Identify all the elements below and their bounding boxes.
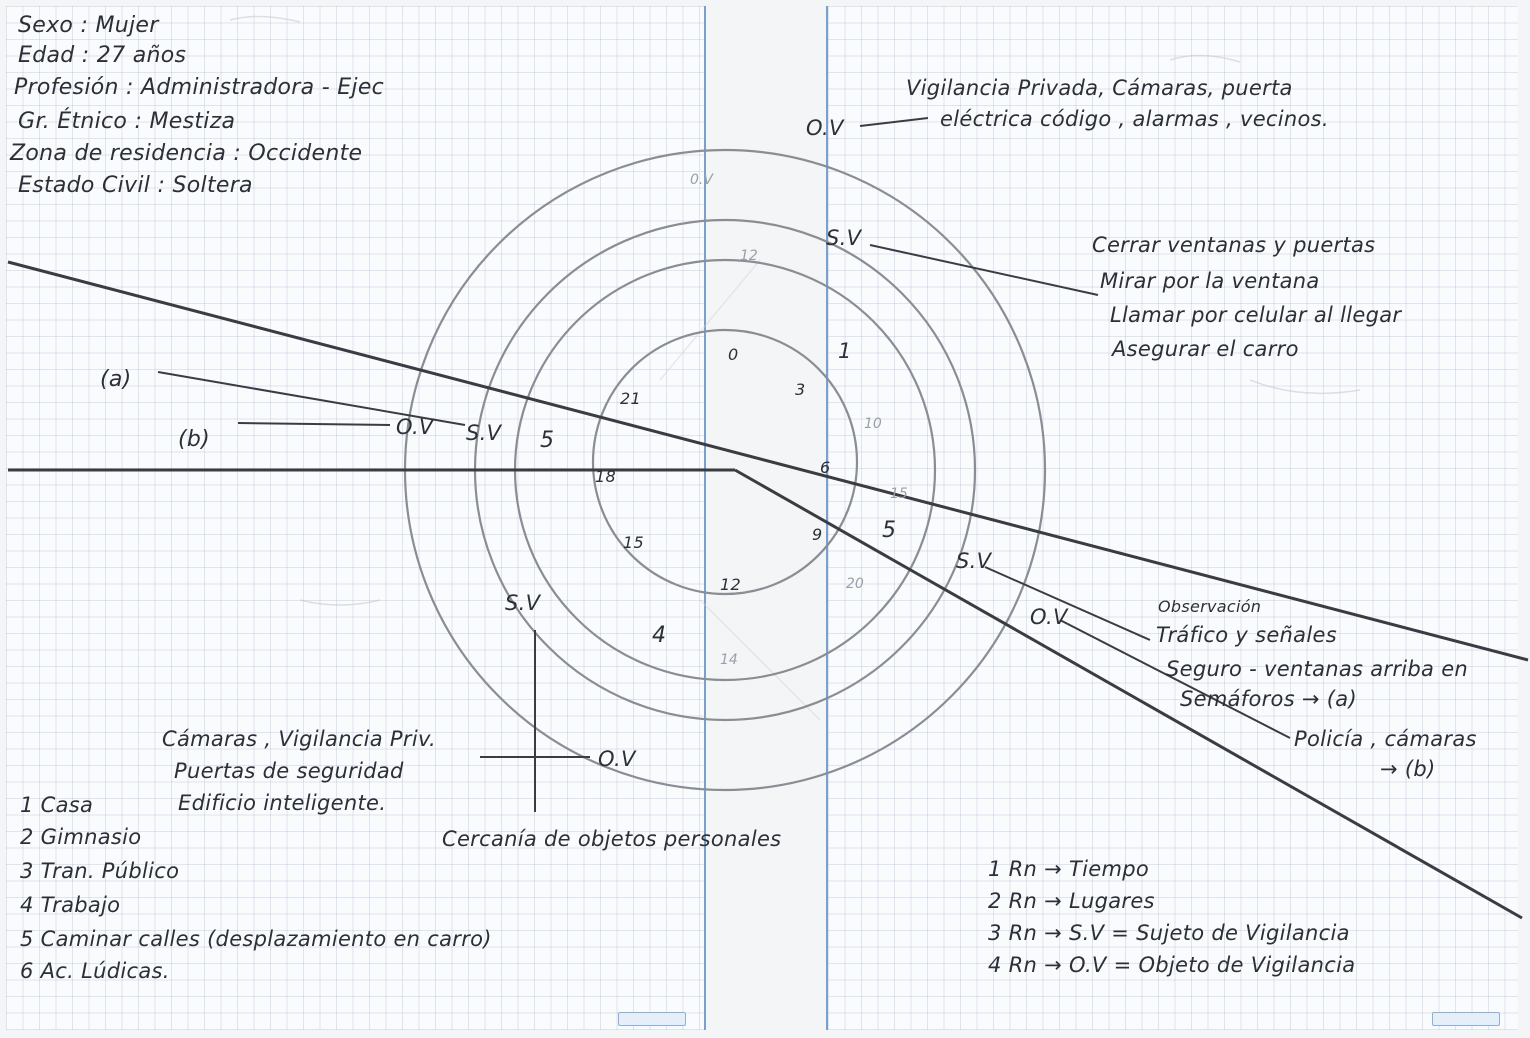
- note-bottom-2: Puertas de seguridad: [174, 759, 404, 783]
- marker-ov-top: O.V: [806, 116, 845, 140]
- marker-sv-left: S.V: [466, 421, 503, 445]
- note-cercania: Cercanía de objetos personales: [442, 827, 781, 851]
- ring-label-4: 4: [652, 623, 666, 648]
- place-item: 1 Casa: [20, 793, 93, 817]
- ring-numbers: 0 1 3 6 9 12 15 18 21 4 5 5: [540, 339, 896, 648]
- profile-edad: Edad : 27 años: [18, 43, 186, 68]
- svg-text:14: 14: [720, 652, 738, 668]
- note-sv-top-4: Asegurar el carro: [1110, 337, 1299, 361]
- marker-b-left: (b): [178, 427, 210, 452]
- note-sv-top-3: Llamar por celular al llegar: [1110, 303, 1402, 327]
- ring-number-9: 9: [812, 525, 822, 544]
- svg-text:0.V: 0.V: [690, 172, 714, 188]
- svg-text:10: 10: [864, 416, 882, 432]
- ring-number-6: 6: [820, 458, 830, 477]
- note-bottom-3: Edificio inteligente.: [178, 791, 386, 815]
- ring-legend: 1 Rn → Tiempo 2 Rn → Lugares 3 Rn → S.V …: [988, 857, 1355, 977]
- marker-ov-left: O.V: [396, 415, 435, 439]
- diagonal-line-a: [7, 260, 1529, 662]
- ring-label-5-right: 5: [882, 518, 896, 543]
- marker-ov-right: O.V: [1030, 605, 1069, 629]
- markers: O.V S.V O.V S.V S.V O.V S.V O.V (a) (b): [100, 116, 1069, 771]
- ring-number-12: 12: [720, 575, 741, 594]
- ring-number-3: 3: [795, 380, 805, 399]
- note-top-right-1: Vigilancia Privada, Cámaras, puerta: [906, 76, 1293, 100]
- legend-item: 3 Rn → S.V = Sujeto de Vigilancia: [988, 921, 1350, 945]
- svg-text:20: 20: [846, 576, 864, 592]
- pointer-lines: [157, 117, 1291, 812]
- note-bottom-1: Cámaras , Vigilancia Priv.: [162, 727, 436, 751]
- place-item: 2 Gimnasio: [20, 825, 141, 849]
- marker-a-left: (a): [100, 367, 132, 392]
- annotation-notes: Vigilancia Privada, Cámaras, puerta eléc…: [162, 76, 1477, 851]
- ring-inner: [591, 328, 859, 596]
- diagonal-line-b: [734, 468, 1523, 920]
- pointer-a-left: [157, 371, 466, 426]
- notebook-page-left: [6, 6, 706, 1030]
- marker-sv-top: S.V: [826, 226, 863, 250]
- place-item: 3 Tran. Público: [20, 859, 179, 883]
- ring-number-15: 15: [623, 533, 644, 552]
- legend-item: 2 Rn → Lugares: [988, 889, 1155, 913]
- marker-sv-bottom: S.V: [505, 591, 542, 615]
- note-right-mid-3: Seguro - ventanas arriba en: [1166, 657, 1468, 681]
- place-item: 5 Caminar calles (desplazamiento en carr…: [20, 927, 492, 951]
- pointer-sv-right: [984, 566, 1151, 641]
- svg-text:15: 15: [890, 486, 908, 502]
- pointer-ov-right: [1059, 619, 1291, 739]
- place-item: 6 Ac. Lúdicas.: [20, 959, 170, 983]
- legend-item: 4 Rn → O.V = Objeto de Vigilancia: [988, 953, 1355, 977]
- ring-number-1: 1: [838, 339, 852, 363]
- page-tab-right: [1432, 1012, 1500, 1026]
- note-right-mid-2: Tráfico y señales: [1156, 623, 1337, 647]
- ring-number-0: 0: [728, 345, 738, 364]
- pointer-b-left: [237, 422, 391, 426]
- bleed-through-marks: [229, 15, 1361, 721]
- profile-grupo-etnico: Gr. Étnico : Mestiza: [18, 108, 235, 134]
- axes: [7, 260, 1529, 920]
- marker-sv-right: S.V: [956, 549, 993, 573]
- note-right-low-2: → (b): [1380, 757, 1436, 781]
- profile-zona: Zona de residencia : Occidente: [9, 141, 362, 166]
- place-item: 4 Trabajo: [20, 893, 120, 917]
- page-tab-left: [618, 1012, 686, 1026]
- note-right-mid-4: Semáforos → (a): [1180, 687, 1357, 711]
- places-list: 1 Casa 2 Gimnasio 3 Tran. Público 4 Trab…: [20, 793, 492, 983]
- ring-number-18: 18: [595, 467, 616, 486]
- profile-block: Sexo : Mujer Edad : 27 años Profesión : …: [9, 13, 384, 198]
- ring-number-21: 21: [620, 389, 641, 408]
- note-sv-top-1: Cerrar ventanas y puertas: [1092, 233, 1375, 257]
- marker-ov-bottom: O.V: [598, 747, 637, 771]
- profile-profesion: Profesión : Administradora - Ejec: [14, 75, 384, 100]
- note-top-right-2: eléctrica código , alarmas , vecinos.: [940, 107, 1329, 131]
- ring-label-5-left: 5: [540, 428, 554, 453]
- profile-estado-civil: Estado Civil : Soltera: [18, 173, 253, 198]
- note-right-mid-1: Observación: [1158, 597, 1261, 616]
- note-sv-top-2: Mirar por la ventana: [1100, 269, 1320, 293]
- profile-sexo: Sexo : Mujer: [18, 13, 160, 38]
- faint-tick-numbers: 10 15 20 14 12 0.V: [690, 172, 908, 668]
- note-right-low-1: Policía , cámaras: [1294, 727, 1477, 751]
- svg-text:12: 12: [740, 248, 758, 264]
- notebook-page-right: [826, 6, 1518, 1030]
- legend-item: 1 Rn → Tiempo: [988, 857, 1149, 881]
- pointer-sv-top: [869, 244, 1099, 296]
- pointer-ov-top: [859, 117, 929, 127]
